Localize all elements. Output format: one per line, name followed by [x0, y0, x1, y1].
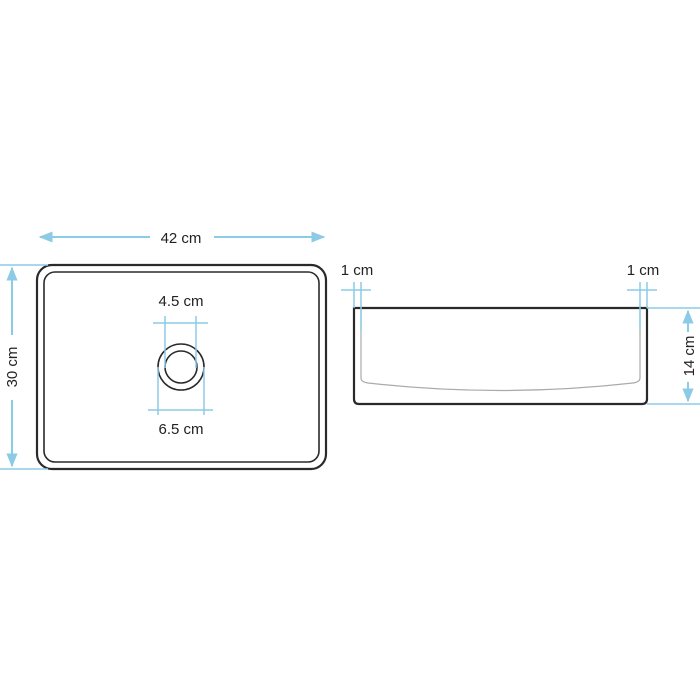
basin-inner-profile [360, 310, 641, 392]
side-view: 1 cm 1 cm 14 cm [341, 262, 700, 406]
drain-inner-label: 4.5 cm [158, 293, 203, 310]
drain-outer-label: 6.5 cm [158, 421, 203, 438]
depth-label: 30 cm [4, 347, 21, 388]
basin-inner-rim [43, 271, 320, 463]
basin-side-profile [352, 306, 649, 406]
height-label: 14 cm [681, 336, 698, 377]
right-wall-label: 1 cm [627, 262, 660, 279]
basin-outer-rim [35, 263, 328, 471]
top-view: 42 cm 30 cm 4.5 cm 6.5 cm [0, 230, 328, 471]
left-wall-label: 1 cm [341, 262, 374, 279]
width-label: 42 cm [161, 230, 202, 247]
